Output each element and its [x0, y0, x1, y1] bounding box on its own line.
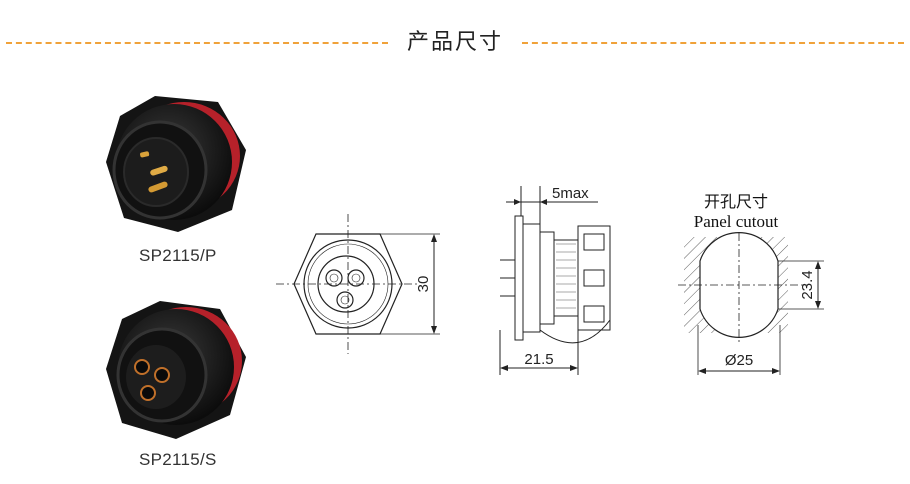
dimension-arrow	[772, 368, 780, 374]
side-view-drawing: 5max 21.5	[499, 185, 611, 375]
flange	[520, 223, 541, 333]
thread-section	[553, 239, 579, 317]
body-section	[539, 231, 555, 325]
cap	[577, 225, 611, 331]
dim-height-label: 30	[415, 276, 432, 293]
cap-detail	[583, 269, 605, 287]
pin-circle	[336, 291, 354, 309]
dimension-arrow	[431, 234, 437, 242]
cap-detail	[583, 305, 605, 323]
dimension-arrow	[570, 365, 578, 371]
section-header: 产品尺寸	[0, 22, 910, 62]
gold-pin	[150, 165, 168, 176]
cap-detail	[583, 233, 605, 251]
product-photo-socket	[106, 301, 246, 439]
pin-inner	[329, 273, 339, 283]
gold-pin	[140, 151, 150, 158]
panel-cutout-drawing: 开孔尺寸 Panel cutout 23.4 Ø25	[678, 192, 824, 375]
dimension-arrow	[540, 199, 547, 205]
panel-nut	[514, 215, 524, 341]
socket-hole	[140, 385, 156, 401]
product-label-plug: SP2115/P	[139, 246, 217, 265]
pin-inner	[340, 295, 350, 305]
dimension-arrow	[514, 199, 521, 205]
header-dashed-line-right	[522, 42, 904, 44]
section-title: 产品尺寸	[406, 30, 503, 55]
product-label-socket: SP2115/S	[139, 450, 217, 469]
header-dashed-line-left	[6, 42, 388, 44]
dimension-arrow	[431, 326, 437, 334]
dimension-arrow	[815, 301, 821, 309]
pin-circle	[325, 269, 343, 287]
pin-inner	[351, 273, 361, 283]
cutout-height-label: 23.4	[799, 270, 816, 299]
socket-hole	[134, 359, 150, 375]
dimension-arrow	[815, 261, 821, 269]
gold-pin	[148, 181, 168, 193]
cutout-title-cn: 开孔尺寸	[704, 192, 768, 211]
dim-max-label: 5max	[552, 185, 589, 202]
cutout-diameter-label: Ø25	[725, 352, 753, 369]
front-view-drawing: 30	[276, 214, 440, 354]
socket-hole	[154, 367, 170, 383]
dim-length-label: 21.5	[524, 351, 553, 368]
cutout-title-en: Panel cutout	[694, 212, 779, 231]
product-photo-plug	[106, 96, 246, 232]
dimension-arrow	[500, 365, 508, 371]
dimension-arrow	[698, 368, 706, 374]
